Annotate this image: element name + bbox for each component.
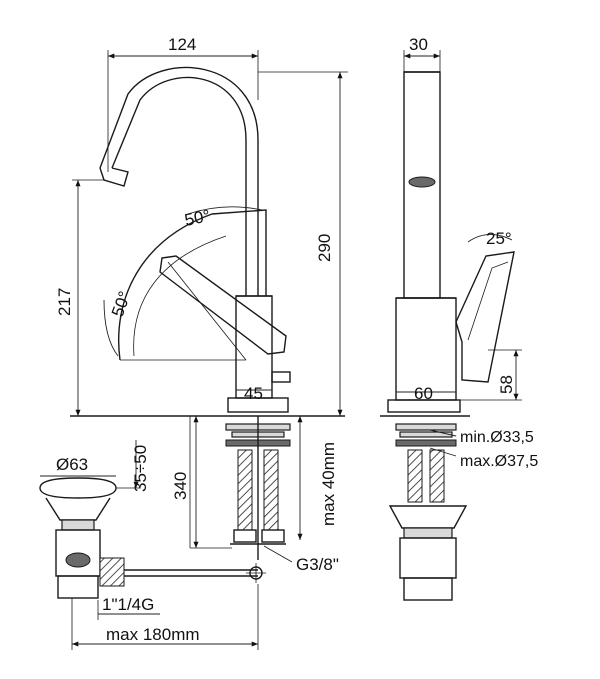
- side-waste-body: [399, 537, 457, 579]
- label-waste-range: 35÷50: [131, 445, 150, 492]
- label-max-deck: max 40mm: [319, 442, 338, 526]
- side-view: [380, 71, 515, 601]
- label-lever-angle: 50°: [108, 289, 135, 320]
- side-washer-1: [395, 423, 457, 431]
- hose-end-right: [261, 529, 285, 543]
- waste-thread: [57, 575, 99, 599]
- lever-arc-inner: [133, 235, 227, 357]
- label-spout-angle: 50°: [183, 206, 212, 230]
- label-shank-length: 340: [171, 472, 190, 500]
- spout-outer: [111, 76, 247, 296]
- flex-hose-right: [263, 449, 279, 531]
- pop-up-knob: [271, 371, 291, 383]
- side-waste-neck: [403, 527, 453, 539]
- front-view: [70, 66, 345, 583]
- label-lever-height: 58: [497, 375, 516, 394]
- label-connection: G3/8": [296, 555, 339, 574]
- side-aerator: [408, 176, 436, 188]
- label-waste-diameter: Ø63: [56, 455, 88, 474]
- label-side-lever-angle: 25°: [486, 229, 512, 248]
- side-washer-2: [399, 431, 453, 438]
- base-plate: [227, 397, 289, 413]
- side-waste-flange: [388, 505, 468, 529]
- waste-flange: [39, 477, 117, 499]
- label-side-width: 30: [409, 35, 428, 54]
- label-hole-max: max.Ø37,5: [460, 453, 538, 470]
- side-nut: [395, 439, 457, 447]
- label-side-body-width: 60: [414, 384, 433, 403]
- waste-cup: [45, 497, 111, 521]
- label-waste-thread: 1"1/4G: [102, 595, 154, 614]
- side-hose-left: [407, 449, 423, 503]
- waste-rod-connector: [99, 557, 125, 587]
- dimension-lines: [40, 50, 522, 650]
- waste-front: [39, 477, 125, 599]
- label-max-rod: max 180mm: [106, 625, 200, 644]
- waste-seal: [65, 552, 91, 568]
- tap-body: [235, 295, 273, 399]
- side-hose-right: [429, 449, 445, 503]
- side-lever: [455, 251, 515, 383]
- lever-arc-sector: [118, 209, 267, 361]
- side-waste-thread: [403, 577, 453, 601]
- side-lever-inner: [467, 261, 509, 341]
- label-spout-height: 217: [55, 288, 74, 316]
- label-hole-min: min.Ø33,5: [460, 429, 534, 446]
- spout-inner: [99, 66, 259, 296]
- dimension-labels: 124 30 290 217 50° 50° 25° 45 60 58 min.…: [55, 35, 538, 644]
- label-total-height: 290: [315, 234, 334, 262]
- lever-radius-2: [167, 261, 247, 361]
- lever-handle: [159, 255, 287, 355]
- side-base: [387, 399, 461, 413]
- label-spout-reach: 124: [168, 35, 196, 54]
- waste-neck: [61, 519, 95, 531]
- hose-end-left: [233, 529, 257, 543]
- aerator-tip: [99, 167, 129, 187]
- flex-hose-left: [237, 449, 253, 531]
- label-body-width: 45: [244, 384, 263, 403]
